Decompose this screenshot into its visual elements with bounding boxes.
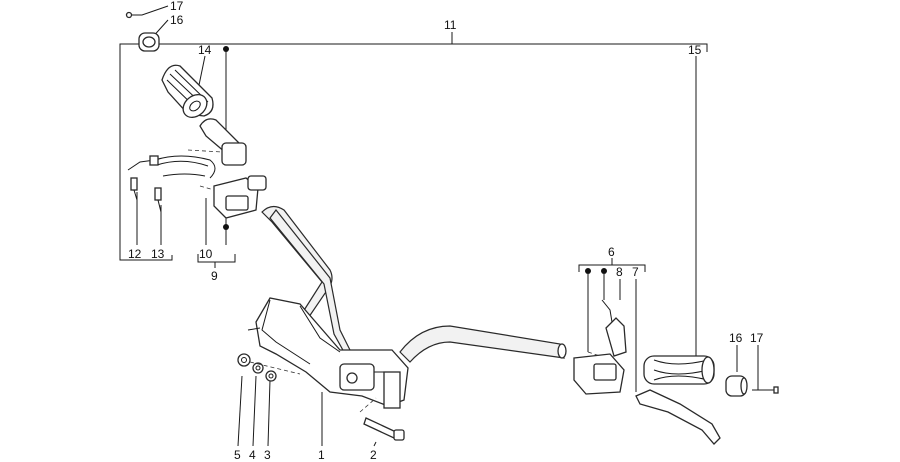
marker-dot-6a (585, 268, 591, 274)
label-7: 7 (632, 265, 639, 279)
left-grip-14 (161, 64, 214, 118)
label-16-right: 16 (729, 331, 743, 345)
label-9: 9 (211, 269, 218, 283)
label-14: 14 (198, 43, 212, 57)
screw-17-top (125, 11, 133, 19)
bracket-6 (578, 258, 646, 272)
throttle-housing (187, 118, 247, 166)
label-10: 10 (199, 247, 213, 261)
brake-master-cylinder (573, 299, 627, 395)
bracket-12-13 (119, 84, 173, 261)
label-3: 3 (264, 448, 271, 462)
marker-dot-10 (223, 224, 229, 230)
end-weight-16-right (725, 375, 748, 397)
label-15: 15 (688, 43, 702, 57)
left-switch-10 (199, 175, 267, 219)
label-6: 6 (608, 245, 615, 259)
end-weight-16-top (138, 32, 160, 52)
label-1: 1 (318, 448, 325, 462)
label-17-right: 17 (750, 331, 764, 345)
bolt-2 (359, 397, 405, 441)
label-8: 8 (616, 265, 623, 279)
right-grip-15 (643, 355, 715, 385)
marker-dot-6b (601, 268, 607, 274)
label-11: 11 (444, 18, 457, 32)
label-12: 12 (128, 247, 142, 261)
marker-dot-14 (223, 46, 229, 52)
part-labels: 17 16 11 14 15 12 13 10 9 6 8 7 16 17 5 … (128, 0, 764, 462)
bracket-9 (197, 254, 236, 268)
nut-3 (265, 370, 277, 382)
label-16-top: 16 (170, 13, 184, 27)
washer-4 (252, 362, 264, 374)
brake-lever-7 (635, 389, 721, 445)
leader-lines (131, 5, 759, 447)
assembly-bracket-11 (119, 32, 708, 84)
frame-bracket-1 (247, 297, 409, 409)
label-5: 5 (234, 448, 241, 462)
label-17-top: 17 (170, 0, 184, 13)
throttle-cables-12-13 (127, 155, 216, 213)
label-2: 2 (370, 448, 377, 462)
label-4: 4 (249, 448, 256, 462)
label-13: 13 (151, 247, 165, 261)
washer-5 (237, 353, 251, 367)
screw-17-right (752, 386, 779, 394)
